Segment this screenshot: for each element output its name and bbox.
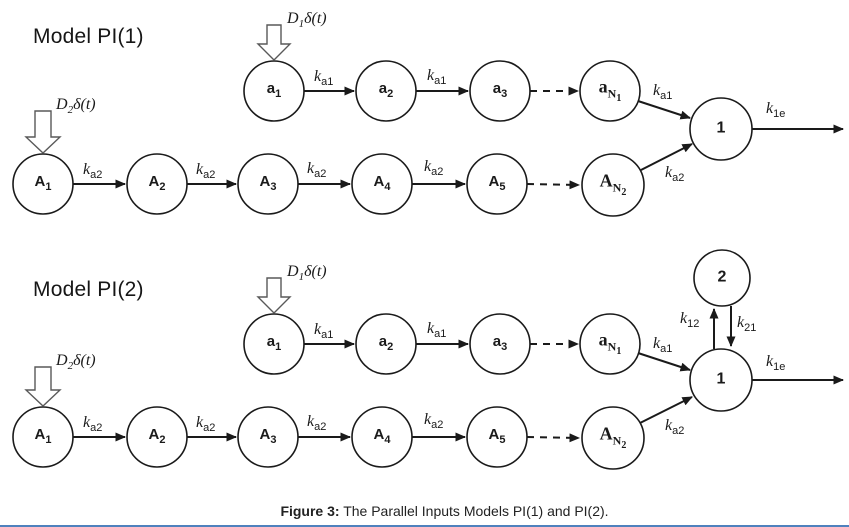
rate-label-ka2: ka2 bbox=[196, 414, 216, 434]
dashed-arrow-A5-AN2 bbox=[526, 180, 580, 190]
node-label-A5: A5 bbox=[488, 426, 506, 447]
node-label-A4: A4 bbox=[373, 173, 391, 194]
rate-label-ka1: ka1 bbox=[314, 321, 334, 341]
rate-label-ka2: ka2 bbox=[424, 411, 444, 431]
rate-label-k1e: k1e bbox=[766, 100, 786, 120]
node-label-peripheral-2: 2 bbox=[717, 268, 727, 286]
rate-label-ka2: ka2 bbox=[665, 417, 685, 437]
node-label-A3: A3 bbox=[259, 426, 277, 447]
node-label-A3: A3 bbox=[259, 173, 277, 194]
node-label-A1: A1 bbox=[34, 426, 52, 447]
node-label-a3: a3 bbox=[492, 80, 508, 101]
arrow-AN2-1 bbox=[640, 143, 693, 171]
node-label-A2: A2 bbox=[148, 173, 166, 194]
dose-label-d1: D1δ(t) bbox=[287, 263, 327, 284]
rate-label-ka2: ka2 bbox=[665, 164, 685, 184]
figure-caption-text: The Parallel Inputs Models PI(1) and PI(… bbox=[339, 503, 609, 519]
rate-label-ka2: ka2 bbox=[307, 160, 327, 180]
footer-rule bbox=[0, 525, 849, 527]
rate-label-k12: k12 bbox=[680, 310, 700, 330]
dose-input-arrow-d1 bbox=[256, 24, 292, 61]
rate-label-ka1: ka1 bbox=[314, 68, 334, 88]
node-label-central-1: 1 bbox=[716, 370, 726, 388]
node-label-AN2: AN2 bbox=[599, 170, 627, 198]
arrow-aN1-1 bbox=[637, 352, 691, 372]
node-label-A1: A1 bbox=[34, 173, 52, 194]
model-pi1-diagram bbox=[12, 24, 844, 217]
rate-label-k21: k21 bbox=[737, 314, 757, 334]
dose-input-arrow-d2 bbox=[24, 366, 62, 407]
model-pi2-title: Model PI(2) bbox=[33, 278, 144, 301]
node-circle-AN2 bbox=[581, 406, 645, 470]
dose-input-arrow-d1 bbox=[256, 277, 292, 314]
figure-caption: Figure 3: The Parallel Inputs Models PI(… bbox=[20, 503, 849, 519]
dose-input-arrow-d2 bbox=[24, 110, 62, 154]
arrow-AN2-1 bbox=[639, 396, 693, 424]
rate-label-ka2: ka2 bbox=[83, 161, 103, 181]
rate-label-ka1: ka1 bbox=[427, 320, 447, 340]
node-circle-AN2 bbox=[581, 153, 645, 217]
node-label-A5: A5 bbox=[488, 173, 506, 194]
arrow-aN1-1 bbox=[637, 100, 691, 120]
dose-label-d2: D2δ(t) bbox=[56, 352, 96, 373]
node-label-a1: a1 bbox=[266, 80, 282, 101]
dose-label-d1: D1δ(t) bbox=[287, 10, 327, 31]
node-label-A2: A2 bbox=[148, 426, 166, 447]
node-label-central-1: 1 bbox=[716, 119, 726, 137]
rate-label-ka2: ka2 bbox=[196, 161, 216, 181]
node-circle-aN1 bbox=[579, 60, 641, 122]
node-label-a1: a1 bbox=[266, 333, 282, 354]
rate-label-ka1: ka1 bbox=[653, 335, 673, 355]
node-label-A4: A4 bbox=[373, 426, 391, 447]
rate-label-ka1: ka1 bbox=[653, 82, 673, 102]
node-label-aN1: aN1 bbox=[598, 329, 622, 357]
node-label-a2: a2 bbox=[378, 80, 394, 101]
rate-label-ka2: ka2 bbox=[307, 413, 327, 433]
node-label-aN1: aN1 bbox=[598, 76, 622, 104]
node-label-a3: a3 bbox=[492, 333, 508, 354]
rate-label-ka2: ka2 bbox=[83, 414, 103, 434]
node-circle-aN1 bbox=[579, 313, 641, 375]
model-pi1-title: Model PI(1) bbox=[33, 25, 144, 48]
rate-label-ka1: ka1 bbox=[427, 67, 447, 87]
rate-label-k1e: k1e bbox=[766, 353, 786, 373]
dashed-arrow-A5-AN2 bbox=[526, 433, 580, 443]
figure-caption-label: Figure 3: bbox=[280, 503, 340, 519]
node-circle-peripheral-2 bbox=[693, 249, 751, 307]
node-label-AN2: AN2 bbox=[599, 423, 627, 451]
node-label-a2: a2 bbox=[378, 333, 394, 354]
model-pi2-diagram bbox=[12, 249, 844, 470]
dose-label-d2: D2δ(t) bbox=[56, 96, 96, 117]
rate-label-ka2: ka2 bbox=[424, 158, 444, 178]
